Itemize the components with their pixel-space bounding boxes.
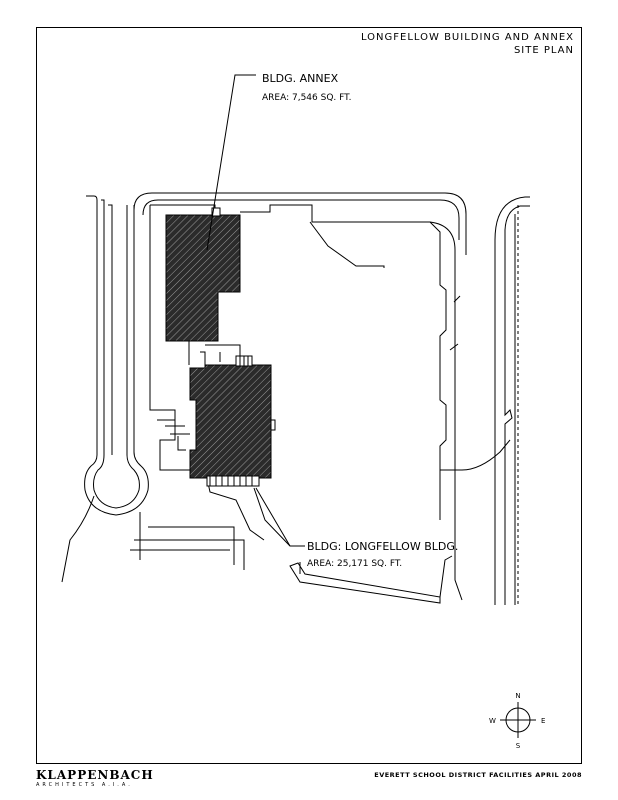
- compass-north: N: [515, 692, 520, 700]
- annex-name-label: BLDG. ANNEX: [262, 72, 339, 85]
- north-arrow: [500, 702, 536, 738]
- drawing-credit: EVERETT SCHOOL DISTRICT FACILITIES APRIL…: [374, 771, 582, 779]
- title-block: LONGFELLOW BUILDING AND ANNEX SITE PLAN: [361, 31, 574, 57]
- leader-lines: [206, 74, 305, 547]
- longfellow-area-label: AREA: 25,171 SQ. FT.: [307, 559, 402, 569]
- right-road: [494, 196, 530, 605]
- compass-west: W: [489, 717, 496, 725]
- firm-subtitle: ARCHITECTS A.I.A.: [36, 782, 133, 788]
- compass-south: S: [516, 742, 521, 750]
- annex-building: [165, 207, 241, 342]
- left-road: [61, 195, 245, 583]
- drawing-border: [36, 27, 582, 764]
- firm-name: KLAPPENBACH: [36, 768, 154, 782]
- longfellow-name-label: BLDG: LONGFELLOW BLDG.: [307, 540, 458, 553]
- drawing-title: LONGFELLOW BUILDING AND ANNEX: [360, 32, 574, 43]
- compass-east: E: [541, 717, 545, 725]
- annex-area-label: AREA: 7,546 SQ. FT.: [262, 93, 351, 103]
- firm-logo: KLAPPENBACH ARCHITECTS A.I.A.: [36, 769, 154, 789]
- longfellow-building: [189, 355, 276, 487]
- parking-area: [289, 555, 453, 604]
- drawing-subtitle: SITE PLAN: [513, 45, 574, 56]
